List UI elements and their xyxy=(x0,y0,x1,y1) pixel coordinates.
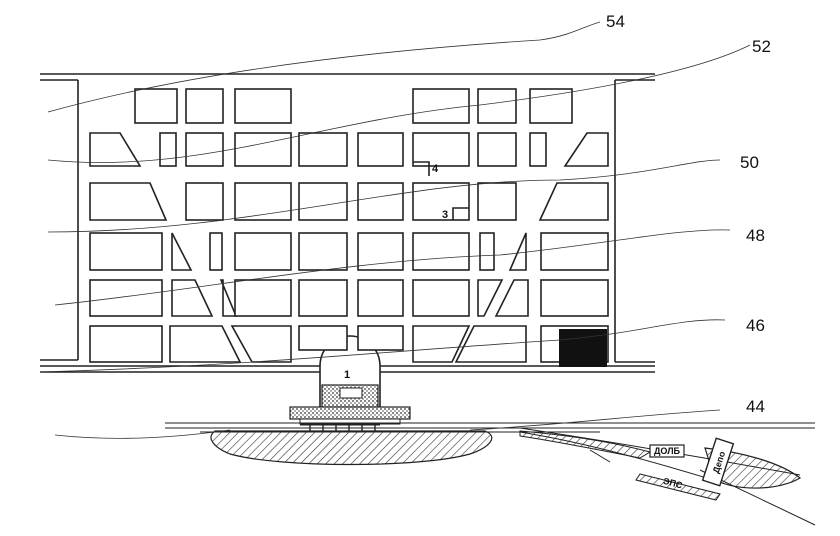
yard-left-hatched xyxy=(210,430,493,466)
leader-lines xyxy=(39,21,751,439)
leader-54 xyxy=(47,21,601,113)
yard-right-hatched xyxy=(519,430,652,459)
ref-numeral-46: 46 xyxy=(746,316,765,335)
depot-block-filled xyxy=(559,329,607,367)
dolb-building: ДОЛБ xyxy=(649,444,685,458)
eps-label: ЭПС xyxy=(662,476,684,491)
plot-mark-4: 4 xyxy=(432,163,439,175)
plot-marks xyxy=(413,161,469,220)
plot-mark-3: 3 xyxy=(442,209,448,221)
ref-numeral-54: 54 xyxy=(606,12,625,31)
ref-numeral-48: 48 xyxy=(746,226,765,245)
leader-46 xyxy=(39,319,726,373)
reference-numerals: 54 52 50 48 46 44 xyxy=(606,12,771,416)
depot-building: Депо xyxy=(701,437,735,487)
leader-52 xyxy=(47,44,751,163)
ref-numeral-52: 52 xyxy=(752,37,771,56)
leader-50 xyxy=(47,159,721,233)
ref-numeral-50: 50 xyxy=(740,153,759,172)
station-mark-1: 1 xyxy=(344,369,350,381)
ref-numeral-44: 44 xyxy=(746,397,765,416)
leader-48 xyxy=(54,229,731,306)
central-station xyxy=(289,384,411,425)
eps-track-hatched xyxy=(635,473,721,501)
city-blocks xyxy=(89,88,609,363)
leader-44 xyxy=(54,409,721,439)
dolb-label: ДОЛБ xyxy=(654,446,681,456)
city-outline xyxy=(40,73,655,408)
